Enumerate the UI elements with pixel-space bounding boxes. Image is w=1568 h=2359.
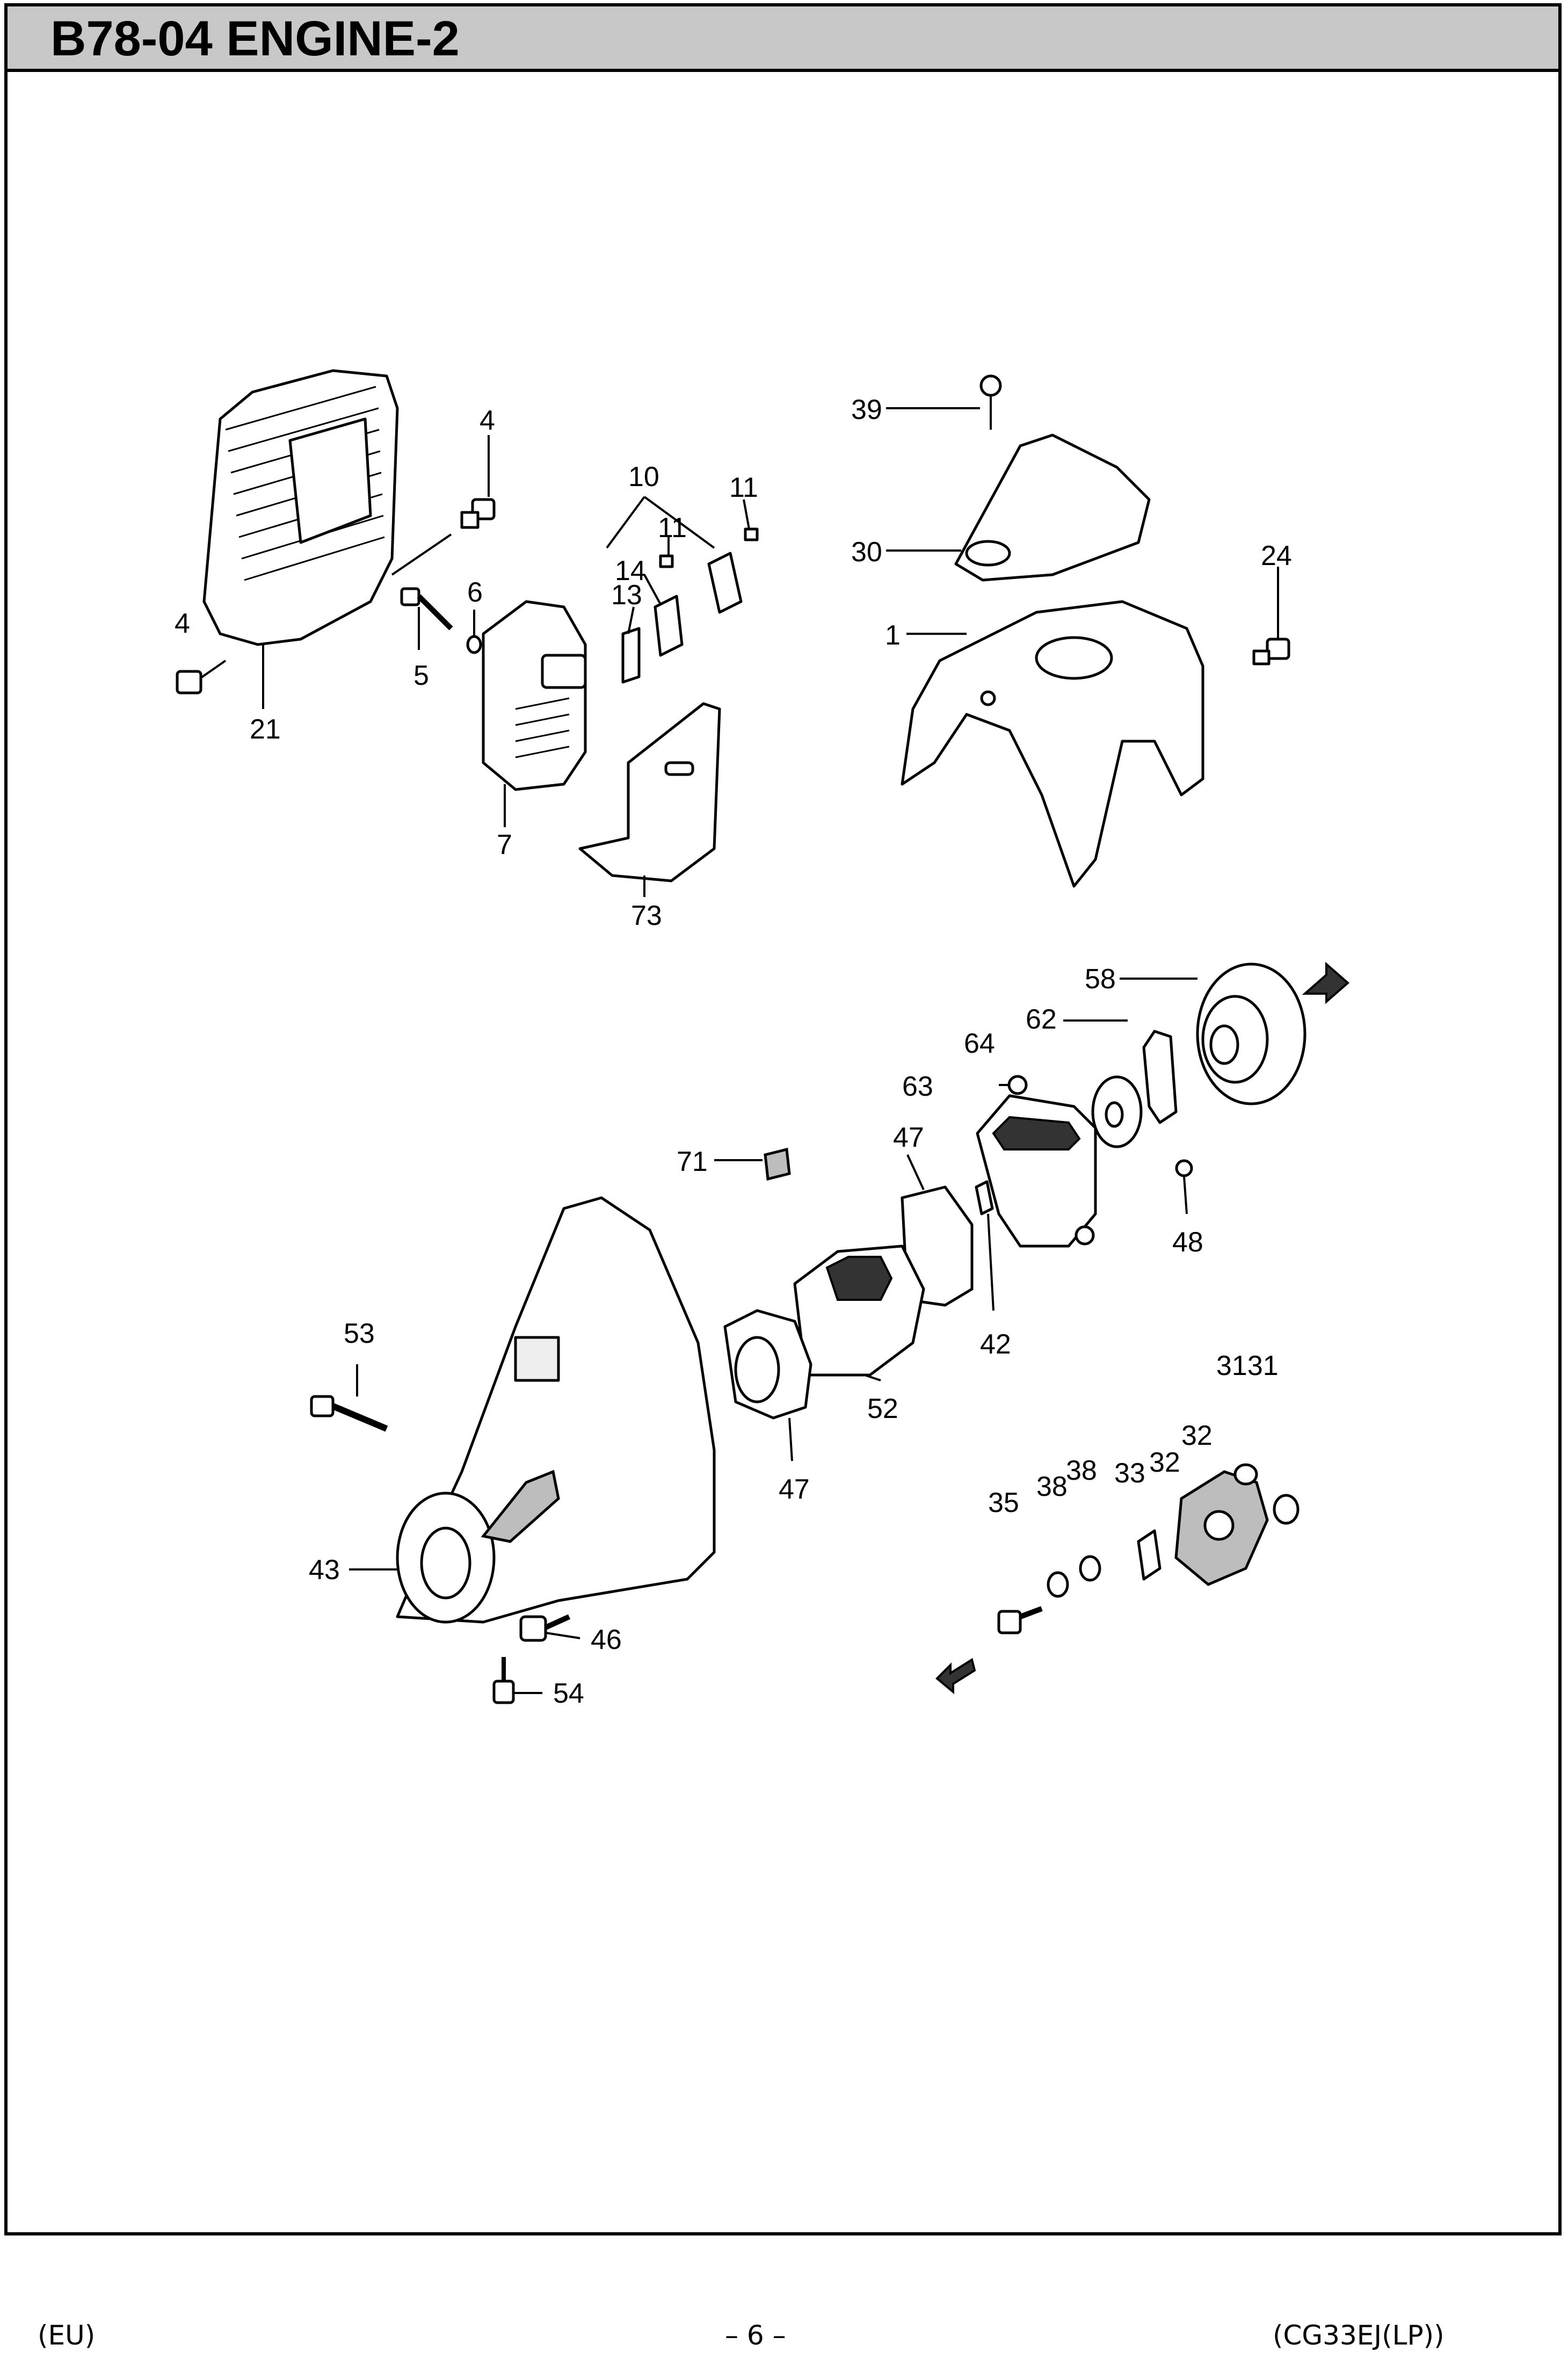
screw-part-39 bbox=[979, 374, 1002, 430]
callout-52: 52 bbox=[867, 1393, 898, 1424]
callout-13: 13 bbox=[611, 580, 642, 611]
screw-part-4a bbox=[460, 498, 496, 529]
footer-region: (EU) bbox=[38, 2320, 96, 2351]
callout-7: 7 bbox=[497, 829, 512, 860]
callout-38b: 38 bbox=[1066, 1455, 1097, 1486]
screw-part-54 bbox=[492, 1657, 515, 1704]
callout-54: 54 bbox=[553, 1678, 584, 1709]
callout-53: 53 bbox=[344, 1318, 375, 1349]
washer-part-38b bbox=[1079, 1555, 1101, 1582]
washer-part-31b bbox=[1273, 1494, 1300, 1525]
callout-42: 42 bbox=[980, 1329, 1011, 1360]
callout-5: 5 bbox=[413, 660, 429, 691]
page-frame: B78-04 ENGINE-2 bbox=[4, 3, 1562, 2235]
callout-64: 64 bbox=[964, 1028, 995, 1059]
callout-39: 39 bbox=[851, 394, 882, 425]
heat-shield-part-73 bbox=[578, 702, 721, 882]
snap-ring-part-62 bbox=[1142, 1030, 1178, 1124]
callout-1: 1 bbox=[885, 620, 901, 651]
callout-6: 6 bbox=[467, 577, 483, 608]
callout-47a: 47 bbox=[893, 1122, 924, 1153]
screw-part-11a bbox=[744, 527, 759, 541]
bracket-part-10 bbox=[707, 552, 743, 614]
callout-35: 35 bbox=[988, 1487, 1019, 1518]
cylinder-cover-part-1 bbox=[901, 600, 1204, 888]
washer-part-6 bbox=[466, 635, 482, 654]
callout-71: 71 bbox=[677, 1146, 708, 1177]
callout-32a: 32 bbox=[1149, 1447, 1180, 1478]
callout-24: 24 bbox=[1261, 540, 1292, 571]
washer-part-38a bbox=[1047, 1571, 1069, 1598]
air-cleaner-cover-part bbox=[202, 369, 399, 646]
callout-14: 14 bbox=[615, 555, 646, 587]
rubber-part-47b bbox=[723, 1309, 812, 1420]
callout-30: 30 bbox=[851, 537, 882, 568]
screw-part-46 bbox=[519, 1614, 571, 1642]
callout-3131: 3131 bbox=[1216, 1350, 1279, 1381]
leader-lines bbox=[262, 407, 1279, 1694]
callout-47b: 47 bbox=[779, 1474, 810, 1505]
page-title: B78-04 ENGINE-2 bbox=[50, 11, 460, 66]
callout-10: 10 bbox=[628, 461, 659, 493]
title-bar: B78-04 ENGINE-2 bbox=[8, 6, 1558, 72]
callout-58: 58 bbox=[1085, 964, 1116, 995]
bolt-part-35 bbox=[997, 1606, 1043, 1634]
bolt-part-53 bbox=[310, 1395, 388, 1432]
arrow-right-icon bbox=[1302, 961, 1350, 1004]
fan-housing-part-43 bbox=[396, 1196, 716, 1624]
callout-33: 33 bbox=[1114, 1458, 1145, 1489]
screw-part-4b bbox=[176, 660, 227, 694]
muffler-part-7 bbox=[482, 600, 587, 791]
shaft-part-52 bbox=[793, 1244, 925, 1377]
callout-62: 62 bbox=[1026, 1004, 1057, 1035]
callout-73: 73 bbox=[631, 900, 662, 931]
screw-part-11b bbox=[659, 554, 674, 568]
ring-part-42 bbox=[975, 1180, 994, 1215]
callout-48: 48 bbox=[1172, 1227, 1203, 1258]
stator-part-63 bbox=[976, 1075, 1097, 1248]
washer-part-31a bbox=[1233, 1463, 1258, 1486]
footer-model: (CG33EJ(LP)) bbox=[1273, 2320, 1444, 2351]
callout-4a: 4 bbox=[480, 405, 495, 436]
plate-part-14 bbox=[654, 595, 684, 657]
callout-11b: 11 bbox=[658, 512, 687, 544]
callout-32b: 32 bbox=[1181, 1420, 1213, 1451]
washer-part-64 bbox=[1091, 1075, 1143, 1148]
screw-part-24 bbox=[1252, 638, 1290, 665]
arrow-left-icon bbox=[935, 1658, 976, 1695]
callout-4b: 4 bbox=[175, 608, 190, 639]
gasket-part-13 bbox=[621, 627, 641, 684]
callout-63: 63 bbox=[902, 1071, 933, 1102]
bolt-part-5 bbox=[400, 587, 453, 631]
spring-part-33 bbox=[1137, 1529, 1162, 1581]
clutch-drum-part-58 bbox=[1196, 963, 1306, 1105]
callout-21: 21 bbox=[250, 714, 281, 745]
clutch-shoe-part-32 bbox=[1174, 1470, 1269, 1586]
callout-46: 46 bbox=[591, 1624, 622, 1655]
nut-part-71 bbox=[764, 1147, 791, 1181]
callout-38a: 38 bbox=[1036, 1471, 1068, 1502]
exploded-parts-diagram: 4 4 21 5 6 7 10 11 11 14 13 73 39 30 1 2… bbox=[175, 369, 1350, 1709]
callout-43: 43 bbox=[309, 1554, 340, 1586]
footer-page-number: – 6 – bbox=[725, 2320, 786, 2351]
screw-part-48 bbox=[1175, 1159, 1193, 1177]
cover-part-30 bbox=[954, 433, 1151, 582]
callout-11a: 11 bbox=[729, 472, 758, 503]
